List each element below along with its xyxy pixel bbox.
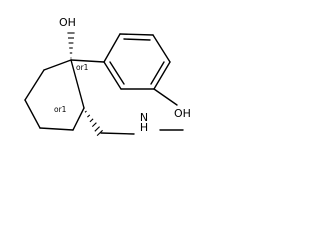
bond-aryl-oh (153, 88, 178, 106)
bond-ar6-ar1 (103, 61, 122, 90)
bond-c3-c2 (72, 107, 85, 131)
bond-ar1-ar2 (103, 33, 121, 63)
bond-ar3-ar4 (152, 34, 171, 63)
amine-n-label: N (140, 111, 148, 124)
bond-ar4-ar5 (153, 61, 171, 90)
molecule-diagram: OH OH N H or1 or1 (24, 16, 191, 136)
stereo-descriptor-c2: or1 (54, 105, 67, 114)
bond-ar2-ar3 (119, 33, 154, 36)
bond-c5-c4 (24, 99, 41, 129)
bond-ch2-n (100, 132, 135, 135)
bond-c4-c3 (39, 127, 74, 131)
stereo-descriptor-c1: or1 (76, 63, 89, 72)
bond-c2-c1 (70, 59, 85, 109)
benzene-ring (103, 33, 171, 90)
amine-h-label: H (140, 121, 148, 134)
double-bond-ar2-ar3 (123, 38, 151, 41)
hydroxyl-label-c1: OH (59, 16, 76, 29)
bond-c6-c5 (24, 69, 45, 101)
double-bond-ar6-ar1 (109, 61, 125, 85)
phenol-oh-label: OH (174, 107, 191, 120)
bond-c1-aryl (70, 59, 105, 63)
cyclohexane-ring (24, 59, 85, 131)
hashed-wedge-c1-oh (67, 32, 75, 59)
double-bond-ar4-ar5 (150, 61, 165, 85)
bond-c1-c6 (43, 59, 72, 71)
hashed-wedge-c2-ch2 (84, 110, 103, 136)
